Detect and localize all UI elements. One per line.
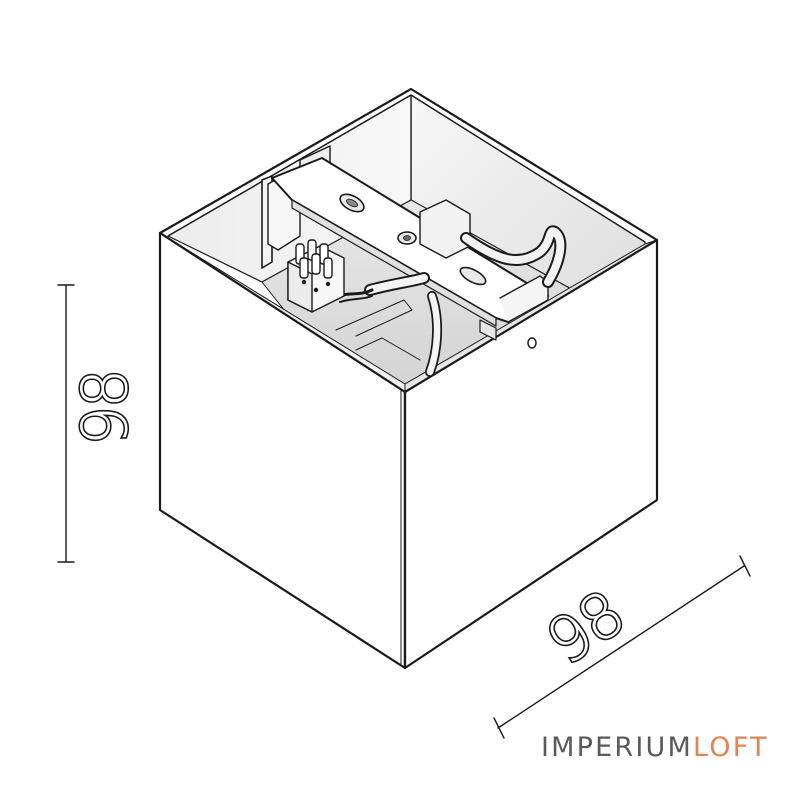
dimension-lines	[57, 284, 751, 739]
screw-hole-icon	[527, 337, 537, 349]
width-dimension-label: 98	[534, 577, 637, 679]
height-dimension-label: 98	[69, 371, 142, 446]
plate-tab	[479, 319, 497, 341]
width-dimension-line	[497, 565, 745, 729]
inner-rim-right	[410, 94, 646, 243]
width-tick-left	[493, 717, 505, 739]
plate-slot-icon	[339, 193, 487, 286]
cable-terminal-fill	[366, 274, 428, 294]
width-tick-right	[739, 555, 751, 577]
brand-accent: LOFT	[692, 732, 769, 763]
cable-right-fill	[462, 227, 565, 286]
brand-logo: IMPERIUMLOFT	[541, 734, 769, 761]
inner-rim-left	[167, 94, 412, 237]
brand-primary: IMPERIUM	[541, 732, 693, 763]
internal-hardware	[261, 145, 567, 377]
floor-frame	[335, 299, 413, 337]
floor-frame-2	[355, 337, 421, 361]
cable-down-fill	[426, 292, 441, 376]
cube-luminaire	[158, 87, 659, 670]
terminal-block-icon	[287, 239, 345, 313]
wire-b	[339, 295, 373, 303]
